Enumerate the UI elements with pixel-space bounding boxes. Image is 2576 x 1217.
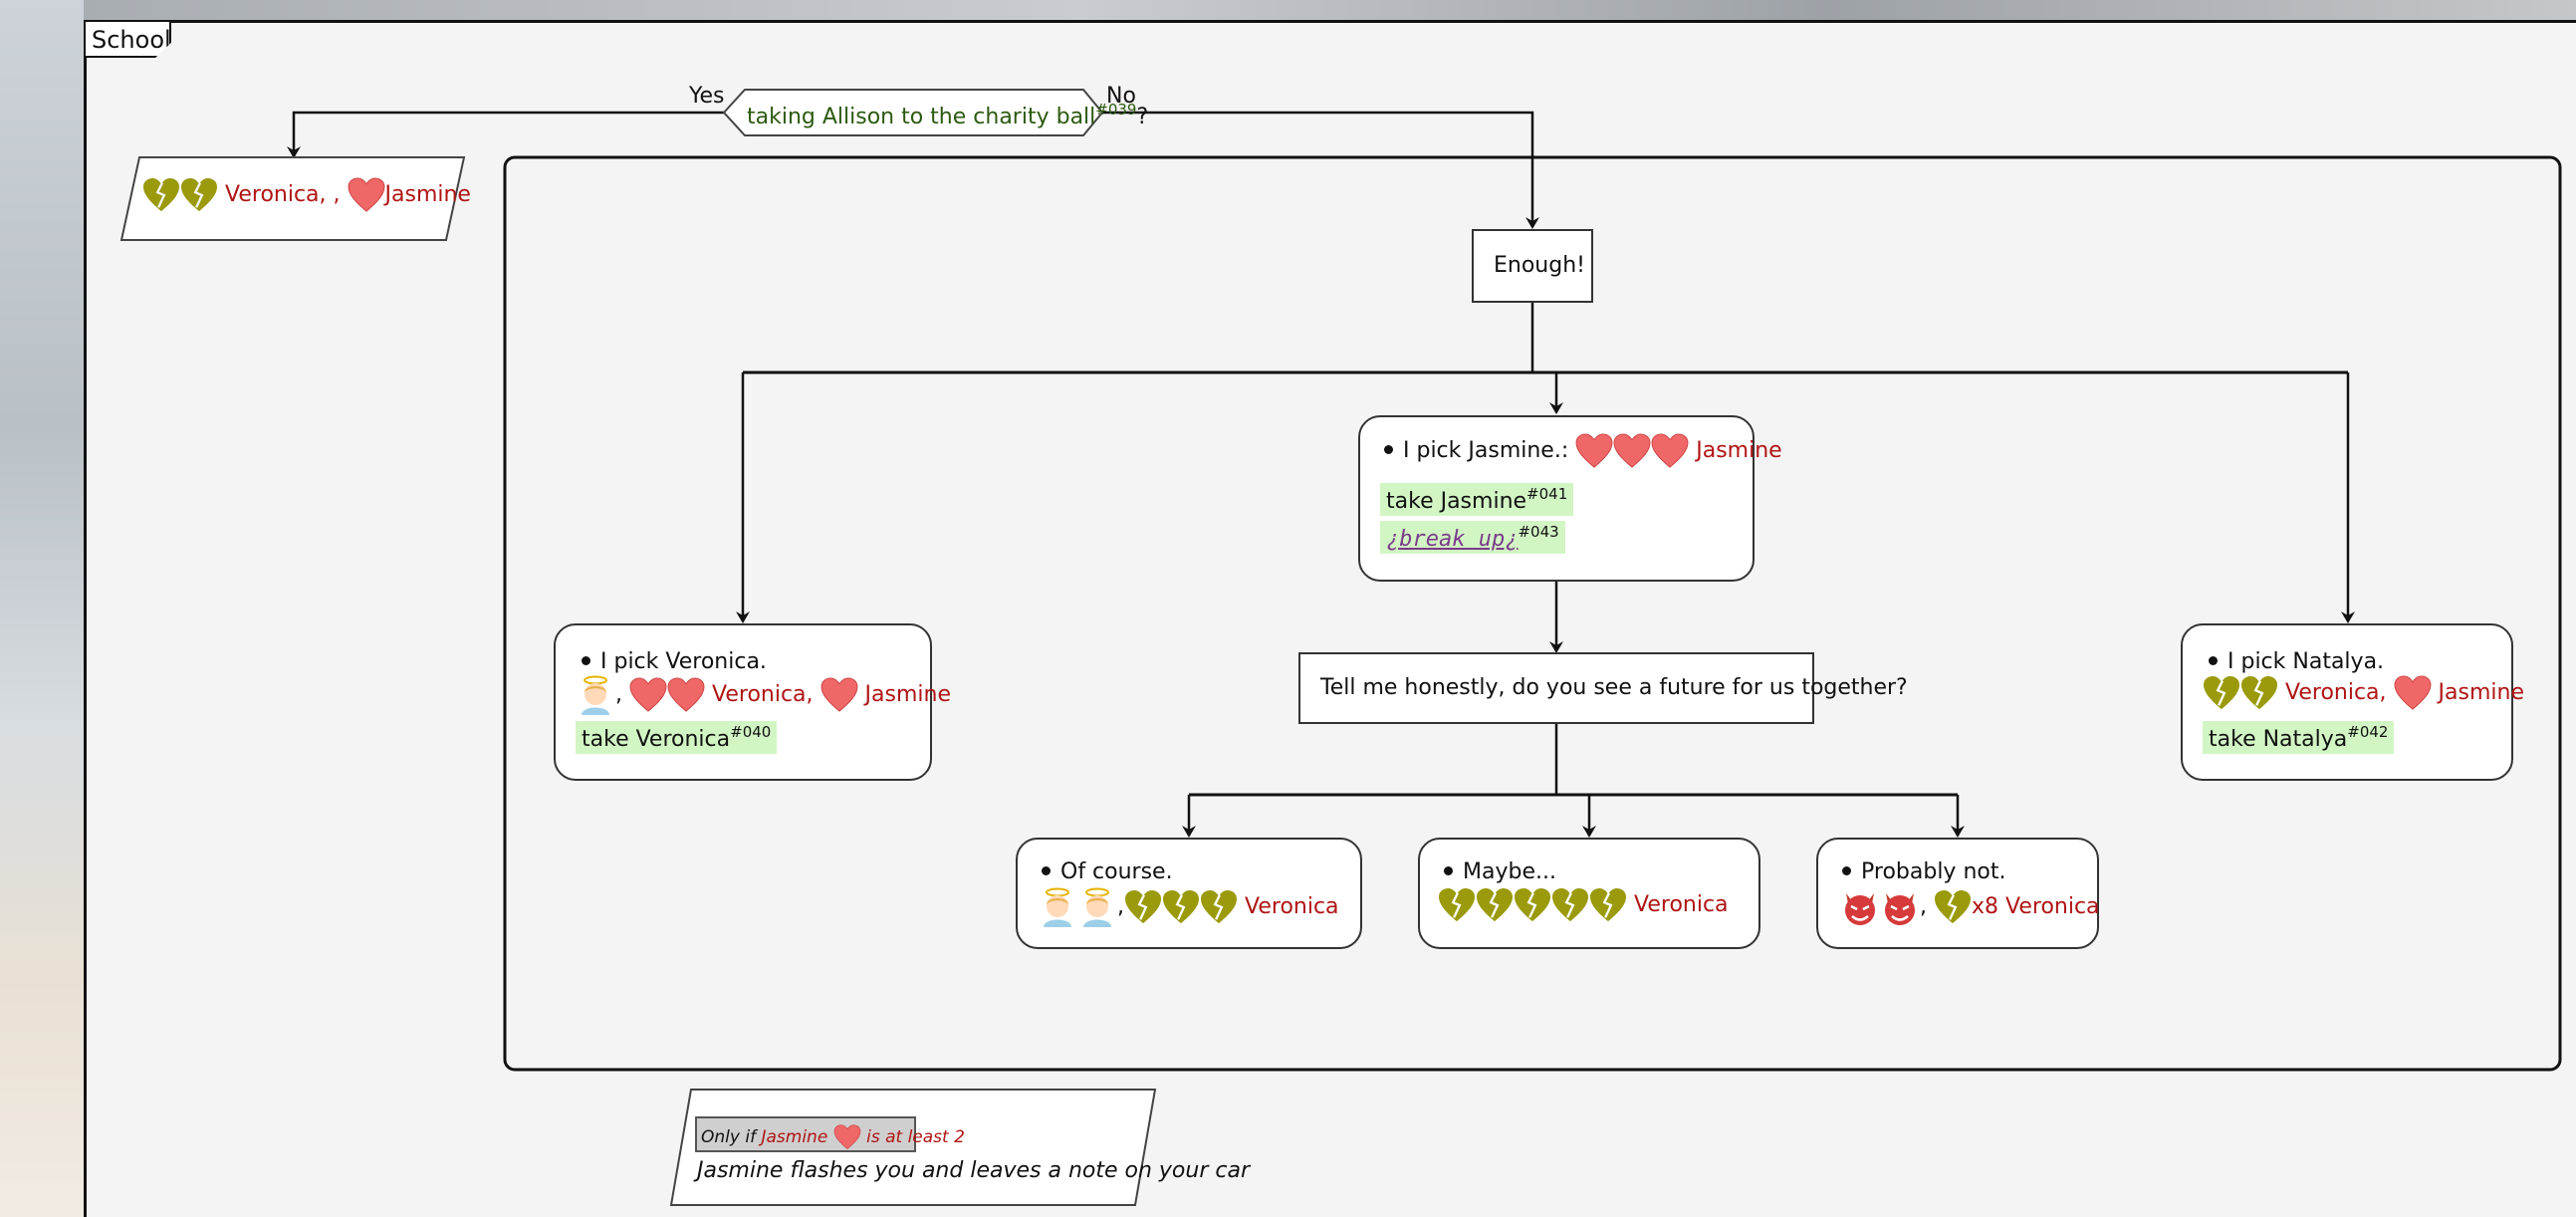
answer-maybe-node: Maybe... Veronica <box>1418 838 1760 949</box>
pick-veronica-title: I pick Veronica. <box>582 649 767 674</box>
broken-heart-icon <box>1515 887 1550 922</box>
decision-yes-label: Yes <box>689 84 725 109</box>
heart-icon <box>629 677 667 712</box>
broken-heart-icon <box>1477 887 1513 922</box>
heart-icon <box>667 677 705 712</box>
decision-label: taking Allison to the charity ball#039? <box>747 101 1149 129</box>
broken-heart-icon <box>181 177 217 212</box>
enough-box: Enough! <box>1472 229 1593 303</box>
yes-outcome-name1: Veronica <box>225 182 320 207</box>
background-photo-left <box>0 0 84 1217</box>
yes-connector <box>287 111 727 158</box>
broken-heart-icon <box>1590 887 1626 922</box>
answer-maybe-title: Maybe... <box>1444 859 1556 884</box>
condition-text: Only if Jasmine is at least 2 <box>701 1124 965 1150</box>
take-veronica-action: take Veronica#040 <box>576 721 778 754</box>
broken-heart-icon <box>1439 887 1475 922</box>
pick-natalya-node: I pick Natalya. Veronica, Jasmine take N… <box>2181 623 2524 781</box>
angel-icon <box>1044 887 1071 927</box>
pick-natalya-title: I pick Natalya. <box>2209 649 2384 674</box>
break-up-link[interactable]: ¿break up¿#043 <box>1380 521 1565 554</box>
swimlane-tab: School <box>84 20 171 58</box>
answer-probably-not-title: Probably not. <box>1842 859 2005 884</box>
decision-no-label: No <box>1106 84 1136 109</box>
swimlane-title: School <box>92 26 171 54</box>
answer-probably-not-node: Probably not. , x8 Veronica <box>1816 838 2100 949</box>
answer-probably-not-effects: , x8 Veronica <box>1840 887 2100 927</box>
heart-icon <box>348 177 384 212</box>
broken-heart-icon <box>2204 675 2239 710</box>
pick-natalya-effects: Veronica, Jasmine <box>2203 675 2524 711</box>
condition-tag: Only if Jasmine is at least 2 <box>695 1116 965 1152</box>
broken-heart-icon <box>143 177 179 212</box>
background-photo-top <box>84 0 2576 20</box>
heart-icon <box>820 677 858 712</box>
answer-of-course-node: Of course. , Veronica <box>1016 838 1362 949</box>
devil-icon <box>1845 893 1875 925</box>
heart-icon <box>1575 433 1613 468</box>
answer-of-course-effects: , Veronica <box>1038 887 1339 927</box>
heart-icon <box>1651 433 1689 468</box>
question-box: Tell me honestly, do you see a future fo… <box>1298 652 1908 724</box>
take-jasmine-action: take Jasmine#041 <box>1380 483 1574 516</box>
angel-icon <box>1083 887 1111 927</box>
broken-heart-icon <box>1935 889 1971 924</box>
broken-heart-icon <box>2241 675 2277 710</box>
yes-outcome-name2: Jasmine <box>384 182 471 207</box>
yes-outcome-shape <box>119 156 466 241</box>
broken-heart-icon <box>1125 889 1161 924</box>
broken-heart-icon <box>1201 889 1237 924</box>
pick-jasmine-node: I pick Jasmine.: Jasmine take Jasmine#04… <box>1358 415 1782 582</box>
decision-hexagon <box>722 89 1104 136</box>
take-natalya-action: take Natalya#042 <box>2203 721 2395 754</box>
heart-icon <box>1613 433 1651 468</box>
broken-heart-icon <box>1163 889 1199 924</box>
enough-label: Enough! <box>1494 253 1585 278</box>
note-text: Jasmine flashes you and leaves a note on… <box>697 1158 1250 1183</box>
heart-icon <box>2394 675 2432 710</box>
pick-jasmine-title-row: I pick Jasmine.: Jasmine <box>1384 433 1782 469</box>
pick-veronica-effects: , Veronica, Jasmine <box>576 675 951 715</box>
question-label: Tell me honestly, do you see a future fo… <box>1320 675 1908 700</box>
angel-icon <box>582 675 609 715</box>
answer-of-course-title: Of course. <box>1042 859 1173 884</box>
yes-outcome: Veronica, , Jasmine <box>142 177 471 213</box>
broken-heart-icon <box>1552 887 1588 922</box>
no-connector <box>1100 111 1539 229</box>
devil-icon <box>1885 893 1915 925</box>
pick-veronica-node: I pick Veronica. , Veronica, Jasmine tak… <box>554 623 951 781</box>
heart-icon <box>833 1124 861 1150</box>
answer-maybe-effects: Veronica <box>1438 887 1729 923</box>
